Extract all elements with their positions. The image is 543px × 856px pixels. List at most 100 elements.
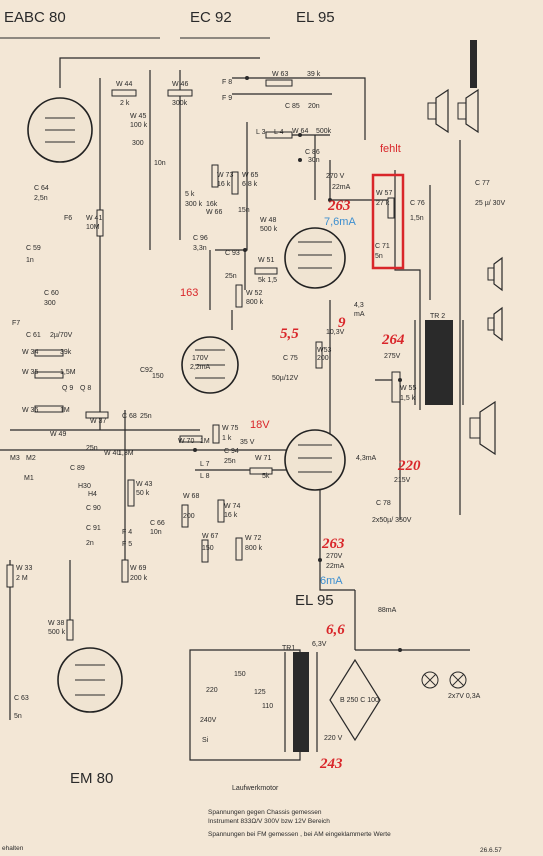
svg-text:27 k: 27 k — [376, 200, 390, 207]
annotation-55: 5,5 — [280, 326, 299, 342]
svg-text:4,3mA: 4,3mA — [356, 455, 377, 462]
svg-text:F6: F6 — [64, 215, 72, 222]
annotation-220: 220 — [397, 458, 421, 474]
pilot-lamp-icon-2 — [449, 671, 467, 689]
svg-text:125: 125 — [254, 689, 266, 696]
svg-text:500 k: 500 k — [260, 226, 278, 233]
svg-text:1,5M: 1,5M — [60, 369, 76, 376]
svg-text:16k: 16k — [206, 201, 218, 208]
svg-text:35 V: 35 V — [240, 439, 255, 446]
svg-text:300 k: 300 k — [185, 201, 203, 208]
chassis-bar — [470, 40, 477, 88]
svg-text:M2: M2 — [26, 455, 36, 462]
svg-text:25n: 25n — [225, 273, 237, 280]
svg-text:300: 300 — [132, 140, 144, 147]
header-em80: EM 80 — [70, 770, 113, 787]
svg-text:W 35: W 35 — [22, 369, 38, 376]
svg-text:W 49: W 49 — [50, 431, 66, 438]
svg-text:L 3: L 3 — [256, 129, 266, 136]
svg-text:W 45: W 45 — [130, 113, 146, 120]
svg-text:F 8: F 8 — [222, 79, 232, 86]
svg-text:W 51: W 51 — [258, 257, 274, 264]
svg-text:C 75: C 75 — [283, 355, 298, 362]
svg-text:Si: Si — [202, 737, 209, 744]
svg-text:W 33: W 33 — [16, 565, 32, 572]
svg-text:L 8: L 8 — [200, 473, 210, 480]
svg-text:H30: H30 — [78, 483, 91, 490]
svg-text:2x7V 0,3A: 2x7V 0,3A — [448, 693, 481, 700]
svg-text:C92: C92 — [140, 367, 153, 374]
svg-text:L 7: L 7 — [200, 461, 210, 468]
svg-text:2,2mA: 2,2mA — [190, 364, 211, 371]
svg-text:W 37: W 37 — [90, 418, 106, 425]
annotation-263-bottom: 263 — [321, 536, 345, 552]
svg-text:W 68: W 68 — [183, 493, 199, 500]
svg-text:W 67: W 67 — [202, 533, 218, 540]
highlight-box-w57-c71 — [371, 173, 405, 270]
svg-text:Q 9: Q 9 — [62, 385, 73, 392]
svg-text:16 k: 16 k — [224, 512, 238, 519]
svg-text:215V: 215V — [394, 477, 411, 484]
svg-text:300: 300 — [44, 300, 56, 307]
svg-text:500 k: 500 k — [48, 629, 66, 636]
svg-text:150: 150 — [152, 373, 164, 380]
svg-text:10M: 10M — [86, 224, 100, 231]
handwritten-annotations: fehlt 263 7,6mA 163 5,5 9 264 18V 220 26… — [180, 143, 421, 772]
svg-text:W 74: W 74 — [224, 503, 240, 510]
speaker-icon-main — [469, 400, 496, 456]
svg-text:2 M: 2 M — [16, 575, 28, 582]
svg-text:240V: 240V — [200, 717, 217, 724]
svg-text:F7: F7 — [12, 320, 20, 327]
svg-text:C 59: C 59 — [26, 245, 41, 252]
annotation-fehlt: fehlt — [380, 143, 401, 155]
svg-text:mA: mA — [354, 311, 365, 318]
svg-text:C 68: C 68 — [122, 413, 137, 420]
svg-text:150: 150 — [234, 671, 246, 678]
svg-text:C 91: C 91 — [86, 525, 101, 532]
svg-text:39 k: 39 k — [307, 71, 321, 78]
svg-text:M3: M3 — [10, 455, 20, 462]
svg-text:C 61: C 61 — [26, 332, 41, 339]
svg-text:W 55: W 55 — [400, 385, 416, 392]
svg-text:W 46: W 46 — [172, 81, 188, 88]
svg-text:W 34: W 34 — [22, 349, 38, 356]
svg-text:W 40: W 40 — [104, 450, 120, 457]
footer-line-3: Spannungen bei FM gemessen , bei AM eing… — [208, 831, 391, 838]
svg-text:100 k: 100 k — [130, 122, 148, 129]
component-labels: W 44 2 k W 46 300k W 45 100 k W 63 39 k … — [10, 71, 505, 744]
svg-text:W 75: W 75 — [222, 425, 238, 432]
svg-text:2x50µ/ 350V: 2x50µ/ 350V — [372, 517, 412, 524]
svg-text:6,3V: 6,3V — [312, 641, 327, 648]
svg-text:15n: 15n — [238, 207, 250, 214]
header-ec92: EC 92 — [190, 9, 232, 26]
svg-text:W 66: W 66 — [206, 209, 222, 216]
tube-em80 — [57, 647, 123, 713]
svg-text:F 9: F 9 — [222, 95, 232, 102]
svg-text:10n: 10n — [154, 160, 166, 167]
wiring — [0, 57, 470, 761]
svg-text:25n: 25n — [224, 458, 236, 465]
svg-text:5n: 5n — [14, 713, 22, 720]
svg-text:2,5n: 2,5n — [34, 195, 48, 202]
svg-text:10n: 10n — [150, 529, 162, 536]
svg-text:C 71: C 71 — [375, 243, 390, 250]
annotation-263-top: 263 — [327, 198, 351, 214]
footer-left: ehalten — [2, 845, 24, 852]
tube-el95-output — [284, 227, 346, 289]
svg-text:H4: H4 — [88, 491, 97, 498]
svg-text:50µ/12V: 50µ/12V — [272, 375, 299, 382]
svg-text:800 k: 800 k — [246, 299, 264, 306]
footer-line-1: Spannungen gegen Chassis gemessen — [208, 809, 322, 816]
svg-text:B 250 C 100: B 250 C 100 — [340, 697, 379, 704]
svg-text:200: 200 — [183, 513, 195, 520]
svg-text:W 64: W 64 — [292, 128, 308, 135]
svg-text:W 70: W 70 — [178, 438, 194, 445]
svg-text:C 85: C 85 — [285, 103, 300, 110]
svg-text:1 k: 1 k — [222, 435, 232, 442]
svg-text:270 V: 270 V — [326, 173, 345, 180]
bridge-rectifier — [329, 658, 381, 742]
svg-text:C 90: C 90 — [86, 505, 101, 512]
svg-text:C 64: C 64 — [34, 185, 49, 192]
svg-text:5k: 5k — [262, 473, 270, 480]
svg-text:W 63: W 63 — [272, 71, 288, 78]
